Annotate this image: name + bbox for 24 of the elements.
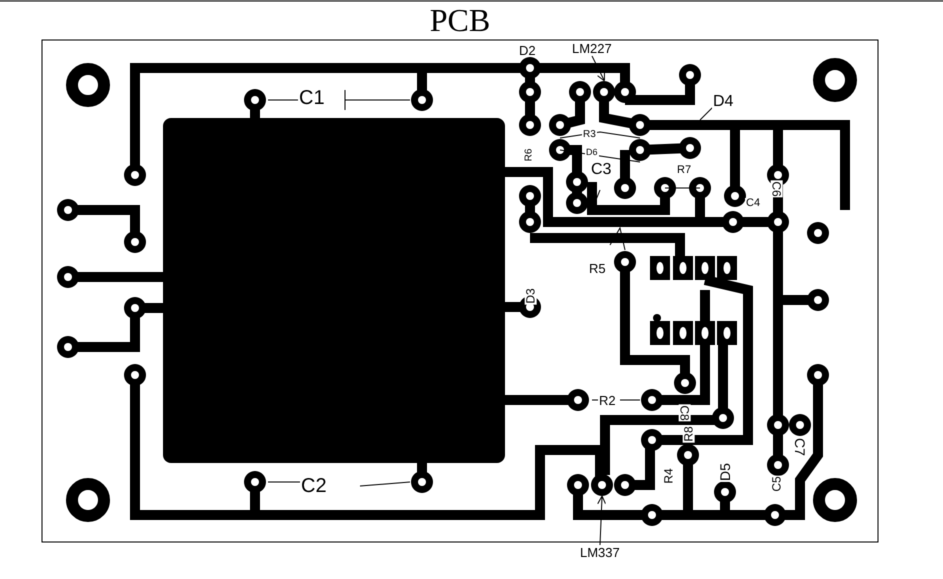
component-label: D2: [518, 44, 537, 57]
component-label: LM337: [580, 546, 620, 559]
component-label: C7: [792, 437, 807, 457]
component-label: C6: [770, 180, 783, 198]
component-label: R3: [582, 130, 597, 140]
component-label: R6: [524, 148, 534, 162]
component-label: D6: [585, 148, 599, 157]
component-label: C5: [770, 475, 783, 493]
component-label: R8: [682, 425, 695, 443]
title: PCB: [428, 2, 492, 39]
leader-line: [592, 56, 605, 82]
component-label: LM227: [572, 42, 612, 55]
component-label: D5: [718, 462, 732, 482]
solder-pad: [591, 474, 613, 496]
solder-pad: [593, 81, 615, 103]
component-label: R2: [598, 394, 617, 407]
leader-line: [597, 496, 606, 546]
component-label: C4: [745, 198, 762, 209]
component-label: C8: [678, 404, 691, 422]
component-label: R7: [676, 165, 692, 176]
component-label: D4: [712, 94, 734, 110]
component-label: D3: [524, 287, 537, 305]
component-label: R5: [588, 262, 607, 275]
component-label: R4: [662, 467, 675, 485]
